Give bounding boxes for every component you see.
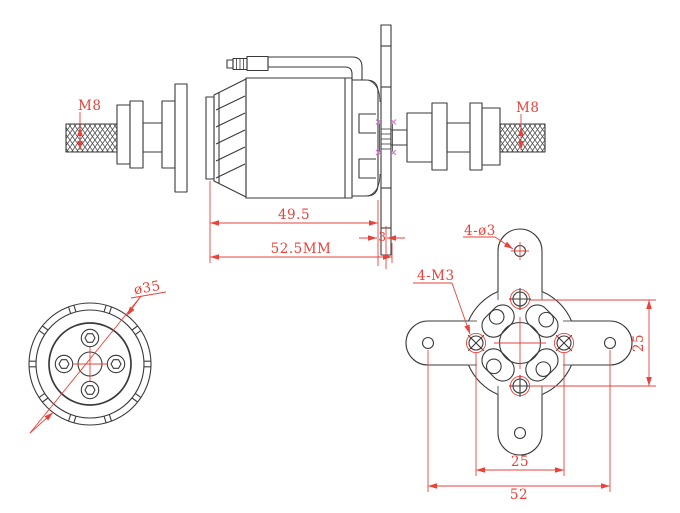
washer <box>116 104 131 165</box>
bell-fin <box>215 129 246 145</box>
right-thread <box>499 123 546 153</box>
bell-fin <box>215 95 246 111</box>
end-cap <box>352 79 381 197</box>
overall-length-label: 52.5MM <box>271 241 332 257</box>
front-view-dimensions: ø35 <box>29 278 167 434</box>
cap-notch <box>358 113 376 134</box>
front-view: ø35 <box>28 278 167 434</box>
m3-screw <box>508 287 532 311</box>
arm-span-label: 52 <box>510 487 528 503</box>
motor-body <box>213 55 381 199</box>
wire-outer <box>268 56 363 80</box>
hex-screw-hole <box>80 380 100 400</box>
body-length-label: 49.5 <box>278 207 310 223</box>
hex-screw-hole <box>54 354 74 374</box>
body-arc <box>541 364 573 396</box>
m3-thread-circle <box>553 332 575 354</box>
mount-arm-bottom <box>497 394 543 456</box>
m3-thread-circle <box>509 288 531 310</box>
body-arc <box>541 290 573 322</box>
connector-tip <box>226 59 234 69</box>
can-diameter-label: ø35 <box>133 278 162 298</box>
mount-dimensions: 4-ø3 4-M3 25 25 52 <box>413 223 656 503</box>
junction-ticks <box>468 291 572 395</box>
body-arc <box>467 364 499 396</box>
arm-hole <box>603 336 617 350</box>
hex-screw-hole <box>80 328 100 348</box>
m3-thread-circle <box>465 332 487 354</box>
prop-disc <box>174 83 188 193</box>
motor-wire <box>226 55 363 80</box>
arm-holes-label: 4-ø3 <box>464 223 496 239</box>
shaft-stub <box>390 129 408 146</box>
cap-notch <box>358 158 376 179</box>
bell-fin <box>215 163 246 179</box>
adapter-flange <box>431 102 448 171</box>
left-thread-label: M8 <box>78 98 101 114</box>
arm-hole <box>513 426 527 440</box>
front-flange <box>205 96 215 180</box>
screw-pitch-h-label: 25 <box>511 454 529 470</box>
rotor-face-circle <box>48 322 132 406</box>
left-prop-shaft <box>65 83 215 193</box>
mount-arm-top <box>497 228 543 292</box>
washer <box>161 100 176 169</box>
side-dimensions: M8 M8 49.5 3 52.5MM <box>77 98 539 269</box>
side-view: M8 M8 49.5 3 52.5MM <box>65 24 546 269</box>
mount-arm-right <box>571 320 633 366</box>
wire-inner <box>268 66 353 80</box>
bell-fin <box>215 112 246 128</box>
plate-thickness-label: 3 <box>378 230 386 244</box>
bell-fin <box>215 146 246 162</box>
right-thread-label: M8 <box>516 100 539 116</box>
washer <box>129 100 144 169</box>
mount-arm-left <box>405 320 469 366</box>
spacer-rod <box>142 122 163 153</box>
washer <box>469 102 483 171</box>
hex-screw-hole <box>106 354 126 374</box>
adapter-body <box>406 112 433 163</box>
spacer-rod <box>446 122 471 153</box>
bell-housing <box>213 78 247 198</box>
can-outer-circle <box>28 302 152 426</box>
m3-screw <box>508 374 532 398</box>
can-inner-ring <box>35 309 145 419</box>
shaft-through-plate <box>379 124 393 152</box>
screw-holes-label: 4-M3 <box>417 268 455 284</box>
arm-hole <box>421 336 435 350</box>
mount-geometry <box>405 228 633 456</box>
diameter-leader <box>29 295 142 434</box>
mount-plate <box>380 24 392 256</box>
mount-view: 4-ø3 4-M3 25 25 52 <box>405 223 656 503</box>
left-thread <box>65 123 118 153</box>
right-prop-shaft <box>390 102 546 171</box>
rotor-can <box>245 77 353 199</box>
washer <box>481 107 501 166</box>
screw-pitch-v-label: 25 <box>631 334 647 352</box>
connector-barrel <box>246 55 269 72</box>
body-arc <box>467 290 499 322</box>
